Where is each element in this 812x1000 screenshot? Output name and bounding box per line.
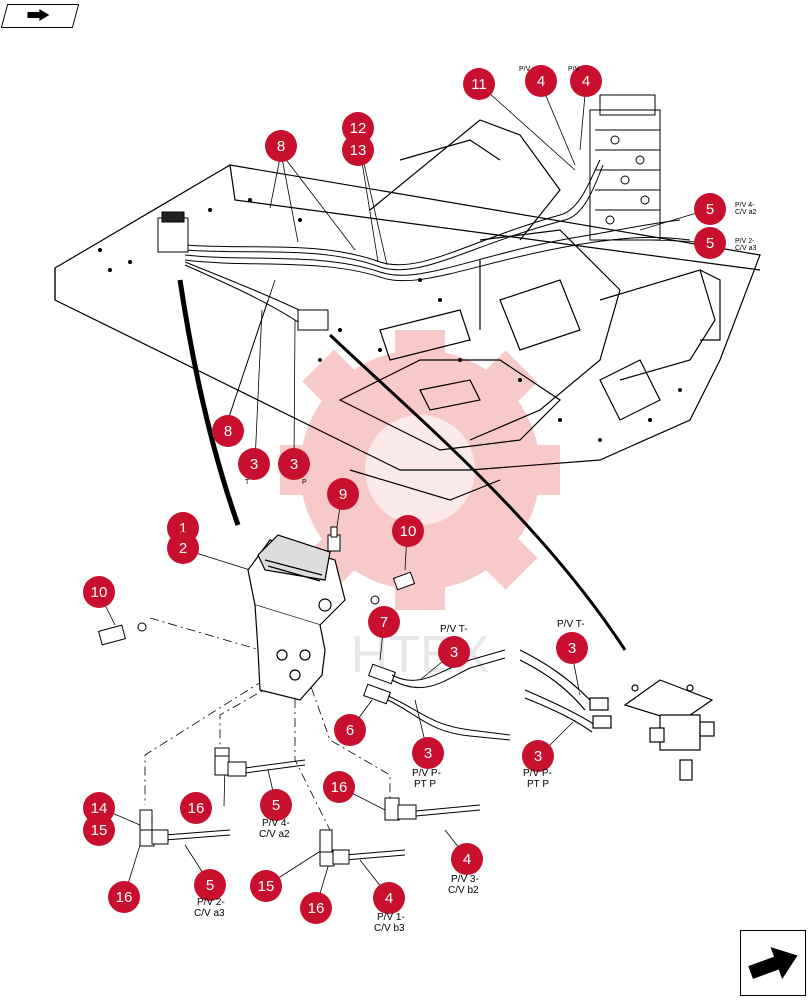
hose-bundle (184, 159, 691, 331)
callout-3[interactable]: 3 (238, 448, 270, 480)
svg-text:T: T (245, 479, 250, 486)
label-right-pv4: P/V 4- (735, 202, 755, 209)
arrow-icon (745, 939, 804, 988)
callout-10[interactable]: 10 (392, 515, 424, 547)
elbow-fittings (139, 747, 417, 867)
callout-10[interactable]: 10 (83, 576, 115, 608)
label-cvb2: C/V b2 (448, 885, 479, 896)
callout-3[interactable]: 3 (278, 448, 310, 480)
pilot-valve-on-frame (157, 211, 189, 253)
relay-block-on-frame (297, 309, 329, 331)
bottom-hoses (164, 649, 511, 861)
label-pv2: P/V 2- (197, 897, 225, 908)
callout-3[interactable]: 3 (522, 740, 554, 772)
relay-block (519, 649, 715, 781)
next-page-button[interactable] (740, 930, 806, 996)
callout-5[interactable]: 5 (260, 789, 292, 821)
control-valve (589, 94, 661, 241)
label-pvp-center: P/V P- (412, 768, 441, 779)
frame-holes (98, 198, 682, 442)
label-pvt-center: P/V T- (440, 624, 468, 635)
pilot-valve-assembly (247, 534, 346, 701)
callout-4[interactable]: 4 (570, 65, 602, 97)
callout-8[interactable]: 8 (212, 415, 244, 447)
callout-13[interactable]: 13 (342, 134, 374, 166)
label-right-cva3: C/V a3 (735, 245, 757, 252)
previous-page-button[interactable] (0, 4, 80, 28)
callout-16[interactable]: 16 (300, 892, 332, 924)
hose-to-relay-block (328, 333, 627, 651)
label-right-cva2: C/V a2 (735, 209, 757, 216)
label-top-pv-b: P/V (568, 66, 580, 73)
callout-15[interactable]: 15 (83, 814, 115, 846)
callout-5[interactable]: 5 (194, 869, 226, 901)
callout-9[interactable]: 9 (327, 478, 359, 510)
label-ptp-right: PT P (527, 779, 550, 790)
hose-to-pilot-valve (177, 279, 241, 526)
label-pv1: P/V 1- (377, 912, 405, 923)
dashed-routing (144, 617, 391, 831)
frame-small-labels: T P (245, 479, 307, 486)
callout-2[interactable]: 2 (167, 532, 199, 564)
callout-4[interactable]: 4 (525, 65, 557, 97)
label-pv3: P/V 3- (451, 874, 479, 885)
label-cva3: C/V a3 (194, 908, 225, 919)
label-pv4: P/V 4- (262, 818, 290, 829)
callout-8[interactable]: 8 (265, 130, 297, 162)
label-right-pv2: P/V 2- (735, 238, 755, 245)
callout-3[interactable]: 3 (438, 636, 470, 668)
callout-7[interactable]: 7 (368, 606, 400, 638)
callout-5[interactable]: 5 (694, 227, 726, 259)
callout-16[interactable]: 16 (108, 881, 140, 913)
callout-4[interactable]: 4 (373, 882, 405, 914)
callout-4[interactable]: 4 (451, 843, 483, 875)
label-pvp-right: P/V P- (523, 768, 552, 779)
upper-frame (54, 119, 761, 501)
label-cvb3: C/V b3 (374, 923, 405, 934)
label-top-pv-a: P/V (519, 66, 531, 73)
callout-11[interactable]: 11 (463, 68, 495, 100)
svg-text:P: P (302, 479, 307, 486)
callout-16[interactable]: 16 (180, 792, 212, 824)
callout-3[interactable]: 3 (556, 632, 588, 664)
label-pvt-right: P/V T- (557, 619, 585, 630)
label-ptp-center: PT P (414, 779, 437, 790)
label-cva2: C/V a2 (259, 829, 290, 840)
callout-6[interactable]: 6 (334, 714, 366, 746)
fittings (97, 526, 416, 705)
callout-3[interactable]: 3 (412, 737, 444, 769)
arrow-icon (27, 9, 49, 21)
callout-15[interactable]: 15 (250, 870, 282, 902)
callout-16[interactable]: 16 (323, 771, 355, 803)
callout-5[interactable]: 5 (694, 193, 726, 225)
